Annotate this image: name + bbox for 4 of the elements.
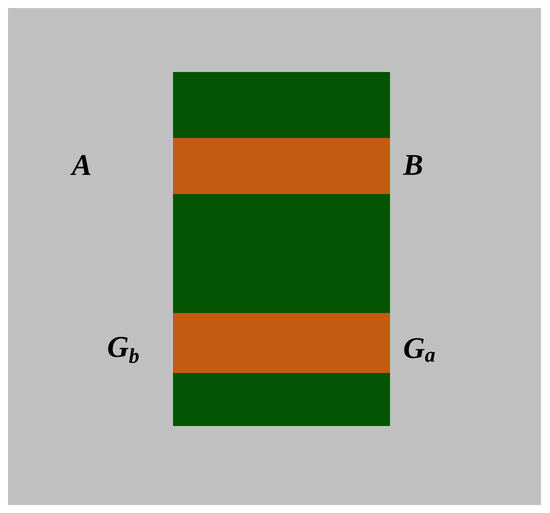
band-label: A xyxy=(70,155,91,175)
band-label: B xyxy=(402,155,422,175)
band-label: G$_{a}$ xyxy=(404,338,435,362)
band-label: G$_{b}$ xyxy=(108,336,139,364)
